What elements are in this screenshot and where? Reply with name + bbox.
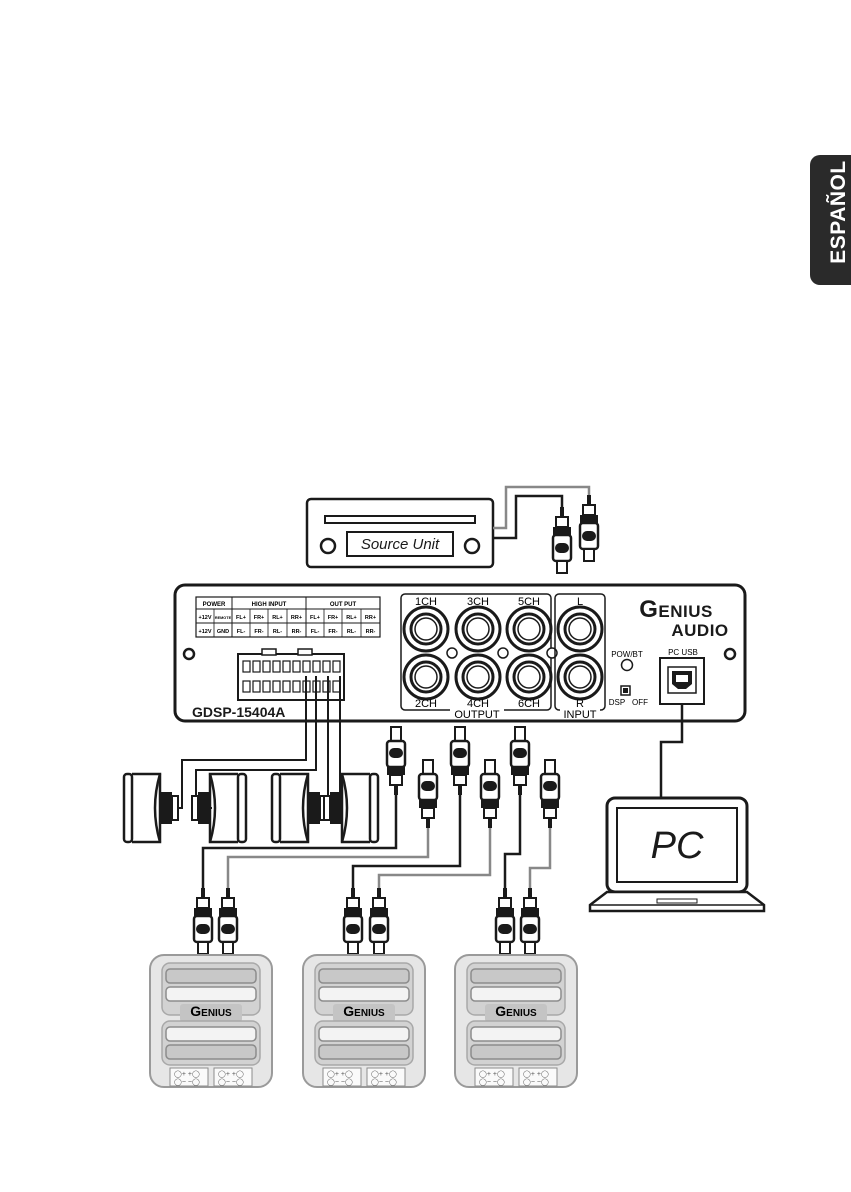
label-5ch: 5CH [518, 596, 540, 608]
jack-4ch [456, 655, 500, 699]
label-6ch: 6CH [518, 698, 540, 710]
terminal-pin [283, 661, 290, 672]
amp2-brand-label: Genius [343, 1003, 385, 1019]
speaker-front-left [124, 774, 178, 842]
terminal-row1-cell: REMOTE [215, 616, 232, 620]
terminal-pin [323, 661, 330, 672]
terminal-pin [313, 661, 320, 672]
terminal-row2-cell: FR- [328, 629, 337, 635]
amp1-brand-label: Genius [190, 1003, 232, 1019]
amp3-rca-plug-right [521, 888, 539, 954]
brand-logo-audio: AUDIO [671, 621, 728, 640]
amplifier-3: Genius [455, 955, 577, 1087]
terminal-row1-cell: RR+ [291, 615, 302, 621]
amp2-rca-plug-left [344, 888, 362, 954]
jack-5ch [507, 607, 551, 651]
output-rca-plug-3 [451, 727, 469, 795]
terminal-row1-cell: +12V [199, 615, 212, 621]
off-switch-label: OFF [632, 698, 648, 707]
terminal-header-output: OUT PUT [330, 602, 357, 608]
amplifier-2: Genius [303, 955, 425, 1087]
amp3-rca-plug-left [496, 888, 514, 954]
terminal-row1-cell: RL+ [346, 615, 357, 621]
terminal-pin [283, 681, 290, 692]
output-rca-plug-4 [481, 760, 499, 828]
pc-label: PC [651, 825, 704, 867]
laptop-pc: PC [590, 798, 764, 911]
terminal-pin [303, 661, 310, 672]
source-rca-plug-left [553, 507, 571, 573]
terminal-row2-cell: RL- [273, 629, 282, 635]
model-label: GDSP-15404A [192, 704, 285, 720]
terminal-row1-cell: FL+ [236, 615, 246, 621]
terminal-pin [263, 681, 270, 692]
terminal-row2-cell: FR- [254, 629, 263, 635]
label-2ch: 2CH [415, 698, 437, 710]
amplifier-1: Genius [150, 955, 272, 1087]
terminal-row2-cell: RL- [347, 629, 356, 635]
amp1-rca-plug-left [194, 888, 212, 954]
amp2-rca-plug-right [370, 888, 388, 954]
terminal-pin [293, 661, 300, 672]
source-wire-left [493, 496, 562, 538]
amp3-brand-label: Genius [495, 1003, 537, 1019]
terminal-row1-cell: FR+ [254, 615, 265, 621]
source-unit: Source Unit [307, 499, 493, 567]
terminal-header-power: POWER [203, 602, 226, 608]
input-label: INPUT [564, 709, 597, 721]
jack-1ch [404, 607, 448, 651]
jack-input-r [558, 655, 602, 699]
pc-usb-label: PC USB [668, 648, 698, 657]
terminal-row2-cell: FL- [311, 629, 320, 635]
output-rca-plug-6 [541, 760, 559, 828]
output-rca-plug-5 [511, 727, 529, 795]
terminal-pin [253, 681, 260, 692]
terminal-row2-cell: FL- [237, 629, 246, 635]
source-unit-label: Source Unit [361, 536, 440, 553]
terminal-row2-cell: RR- [366, 629, 376, 635]
terminal-pin [293, 681, 300, 692]
jack-6ch [507, 655, 551, 699]
speaker-rear-right [324, 774, 378, 842]
source-wire-right [493, 487, 589, 528]
pow-bt-led [622, 660, 633, 671]
terminal-header-high-input: HIGH INPUT [252, 602, 287, 608]
source-rca-plug-right [580, 495, 598, 561]
dsp-switch-label: DSP [609, 698, 625, 707]
output-label: OUTPUT [454, 709, 500, 721]
jack-input-l [558, 607, 602, 651]
label-1ch: 1CH [415, 596, 437, 608]
terminal-pin [273, 661, 280, 672]
terminal-pin [273, 681, 280, 692]
jack-2ch [404, 655, 448, 699]
terminal-row1-cell: RR+ [365, 615, 376, 621]
brand-logo-genius: Genius [639, 596, 713, 623]
terminal-pin [263, 661, 270, 672]
terminal-pin [333, 661, 340, 672]
terminal-pin [333, 681, 340, 692]
terminal-pin [253, 661, 260, 672]
terminal-pin [243, 681, 250, 692]
label-3ch: 3CH [467, 596, 489, 608]
terminal-row2-cell: GND [217, 629, 229, 635]
amp1-rca-plug-right [219, 888, 237, 954]
terminal-row1-cell: FL+ [310, 615, 320, 621]
jack-3ch [456, 607, 500, 651]
terminal-row1-cell: FR+ [328, 615, 339, 621]
terminal-pin [243, 661, 250, 672]
speaker-rear-left [272, 774, 326, 842]
terminal-row1-cell: RL+ [272, 615, 283, 621]
pow-bt-label: POW/BT [611, 650, 643, 659]
speaker-front-right [192, 774, 246, 842]
label-input-l: L [577, 596, 583, 608]
output-rca-plug-2 [419, 760, 437, 828]
output-rca-plug-1 [387, 727, 405, 795]
terminal-row2-cell: +12V [199, 629, 212, 635]
terminal-row2-cell: RR- [292, 629, 302, 635]
